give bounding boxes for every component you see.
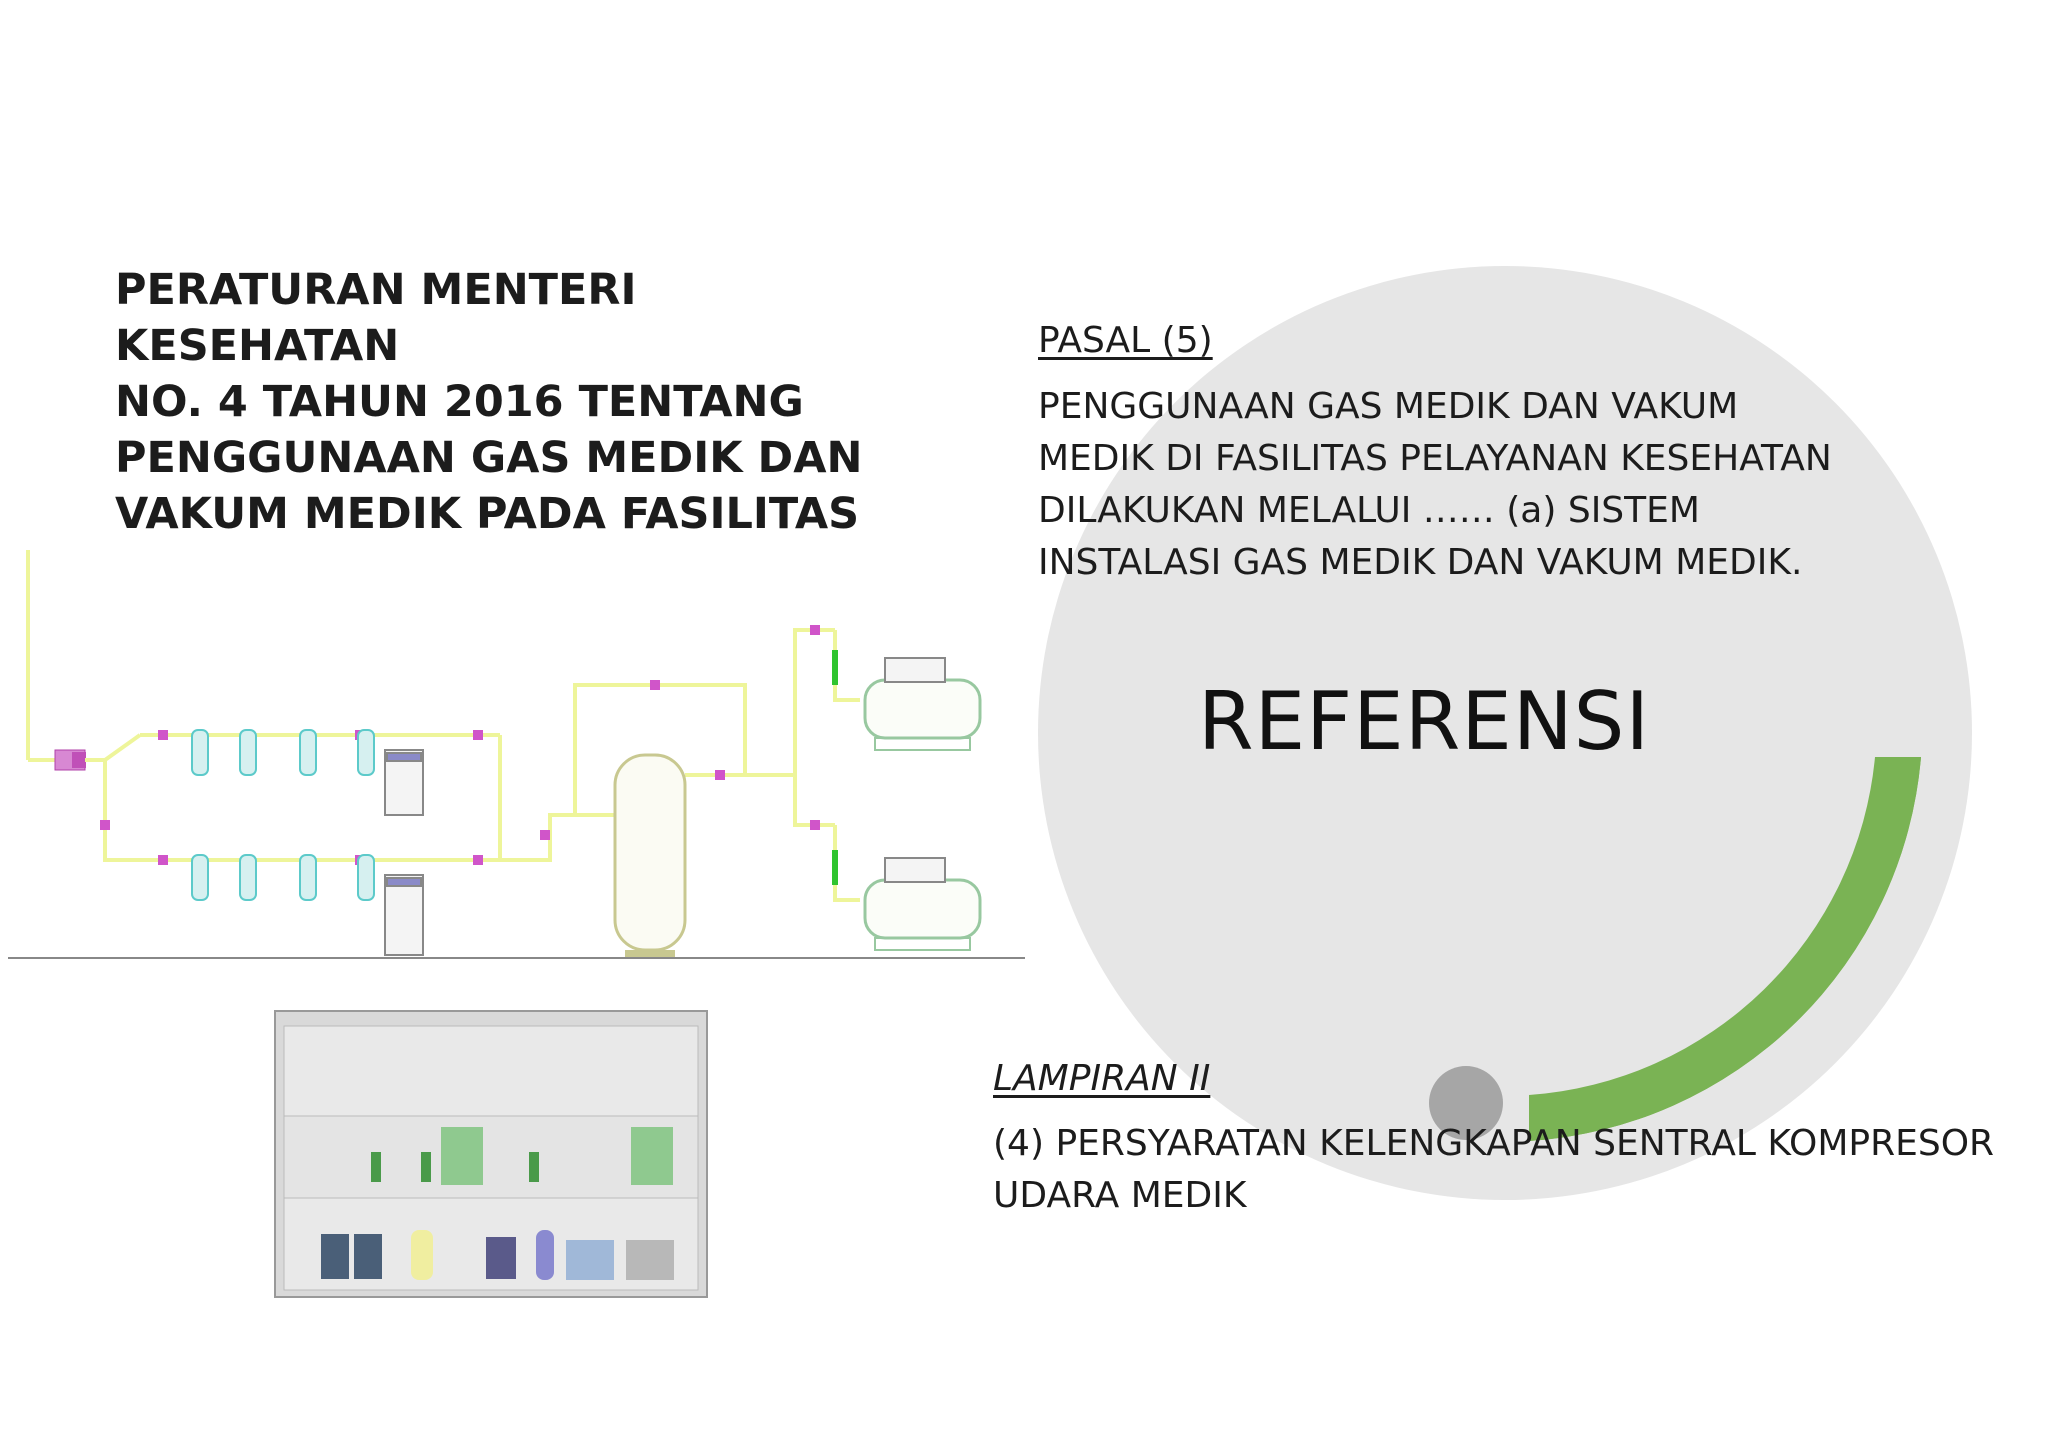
tank-inlet-pipe <box>500 813 620 862</box>
background-circle <box>1038 266 1972 1200</box>
grey-dot <box>1429 1066 1503 1140</box>
compressor-lower-feed <box>793 775 835 827</box>
green-gauge-markers <box>832 650 838 885</box>
lower-branch-pipe <box>85 758 140 862</box>
document-title: PERATURAN MENTERI KESEHATAN NO. 4 TAHUN … <box>115 265 863 539</box>
pasal-heading: PASAL (5) <box>1038 320 1213 361</box>
upper-compressor-pipe <box>833 630 860 702</box>
pasal-body-text: PENGGUNAAN GAS MEDIK DAN VAKUM MEDIK DI … <box>1038 386 1832 583</box>
section-title: REFERENSI <box>1198 675 1651 768</box>
green-arc-band <box>1529 757 1921 1141</box>
compressor-piping-diagram <box>8 550 1025 959</box>
upper-branch-link <box>103 733 142 762</box>
air-receiver-tank <box>613 753 687 958</box>
upper-floor <box>283 1025 699 1117</box>
air-compressor-lower <box>863 857 982 951</box>
green-doors <box>441 1127 673 1185</box>
compressor-upper-feed <box>685 628 835 777</box>
middle-floor <box>283 1115 699 1199</box>
inlet-valve-assembly <box>54 749 86 771</box>
lampiran-body-text: (4) PERSYARATAN KELENGKAPAN SENTRAL KOMP… <box>993 1123 1995 1216</box>
people-figures <box>371 1152 539 1182</box>
air-compressor-upper <box>863 657 982 751</box>
lower-compressor-pipe <box>833 825 860 902</box>
equipment-row <box>321 1230 674 1280</box>
dryer-units <box>384 749 424 956</box>
filter-units <box>191 729 375 901</box>
lampiran-heading: LAMPIRAN II <box>993 1058 1211 1099</box>
installation-illustration <box>274 1010 708 1298</box>
